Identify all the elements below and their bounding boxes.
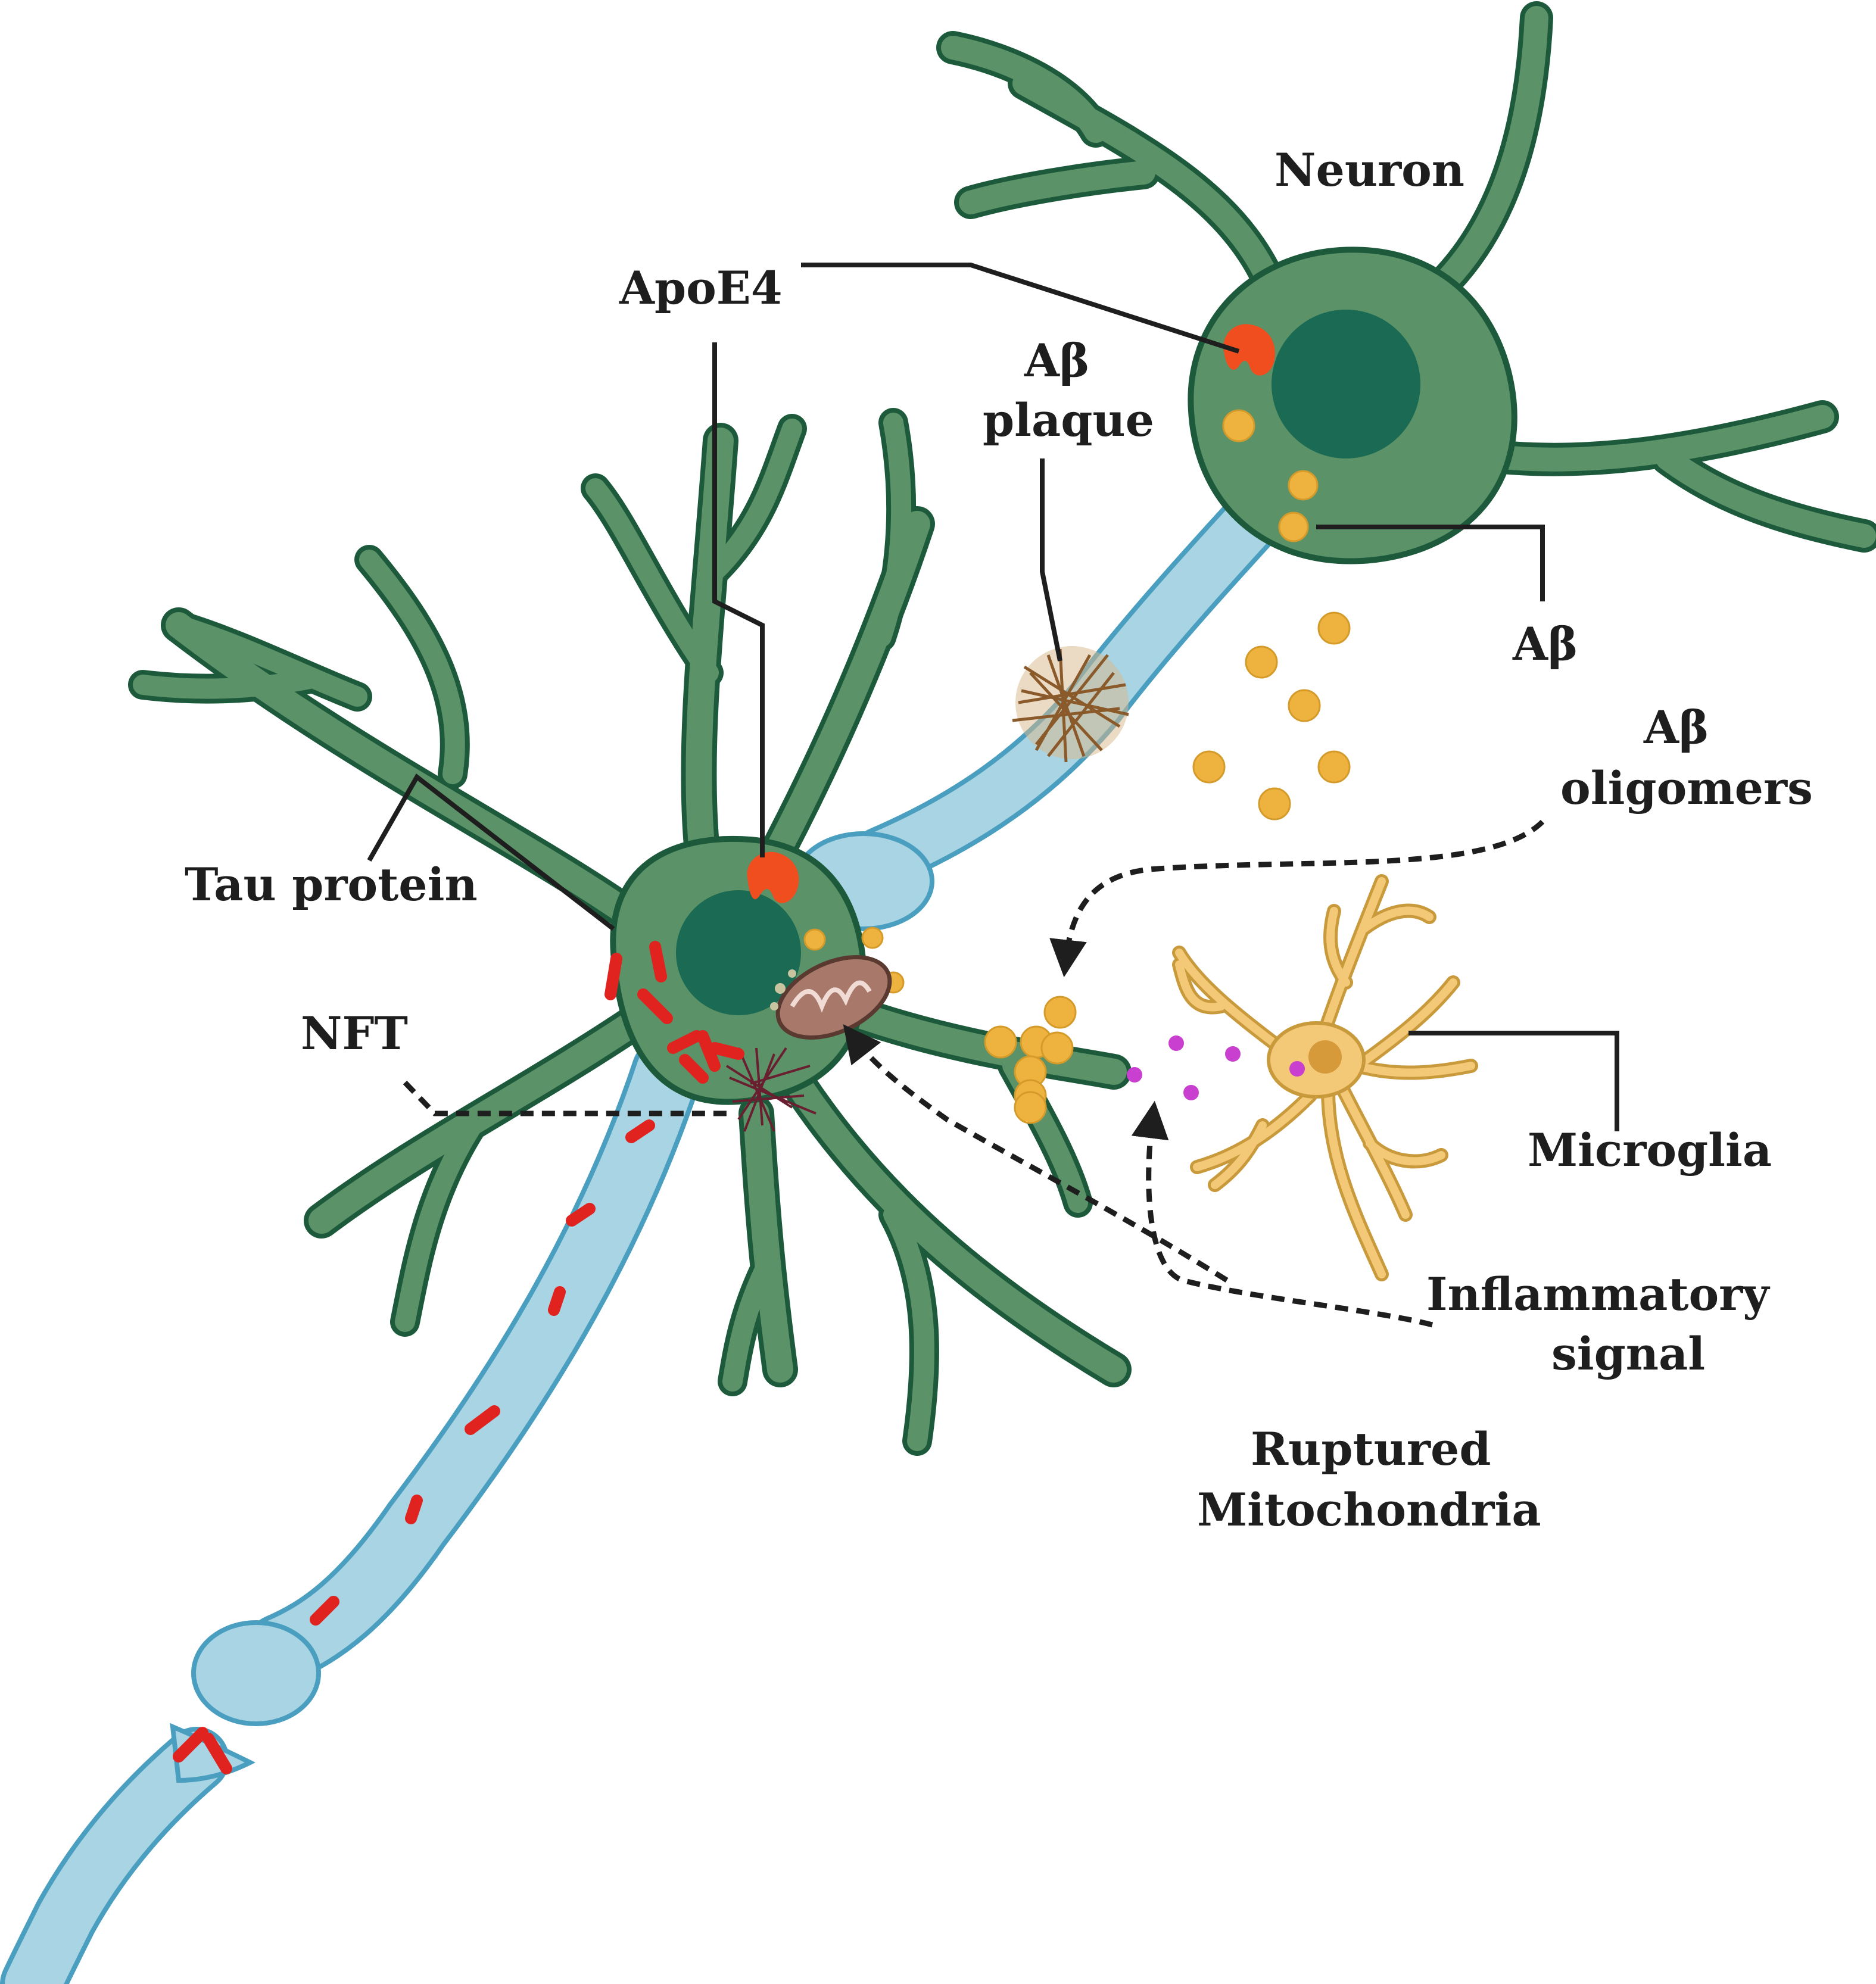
tau-fragments-axon	[173, 1119, 655, 1774]
apoe4-receptor-icon	[1223, 324, 1275, 376]
nft-leader	[403, 1080, 730, 1116]
label-inflammatory-1: Inflammatory	[1426, 1268, 1770, 1321]
label-mitochondria: Mitochondria	[1197, 1483, 1541, 1536]
label-ab-plaque-1: Aβ	[1024, 334, 1089, 387]
ab-dot	[1222, 409, 1255, 442]
apoe4-receptor-icon	[747, 851, 799, 903]
ab-dot	[1317, 750, 1351, 784]
ruptured-mitochondria-icon	[770, 955, 892, 1040]
ab-dot	[1288, 470, 1319, 501]
ab-oligomer-cluster	[1192, 612, 1351, 821]
upper-neuron-nucleus	[1272, 310, 1420, 458]
microglia-leader	[1408, 1031, 1619, 1131]
apoe4-upper-leader	[801, 263, 1240, 354]
tau-fragments-soma	[604, 941, 744, 1084]
label-tau-protein: Tau protein	[185, 858, 478, 911]
ab-dot	[1317, 612, 1351, 645]
label-inflammatory-2: signal	[1551, 1327, 1705, 1380]
ab-dot	[1258, 787, 1291, 821]
label-ab-plaque-2: plaque	[983, 394, 1154, 447]
ab-dot	[803, 928, 826, 951]
label-ruptured: Ruptured	[1251, 1423, 1491, 1475]
lower-neuron-dendrite-fill	[133, 413, 1127, 1451]
amyloid-plaque-icon	[1012, 646, 1129, 763]
label-nft: NFT	[301, 1007, 408, 1060]
label-neuron: Neuron	[1274, 144, 1464, 196]
ab-plaque-leader	[1040, 458, 1062, 662]
lower-neuron-nucleus	[676, 890, 801, 1015]
ab-dot	[1192, 750, 1226, 784]
label-ab-oligomers-1: Aβ	[1643, 701, 1709, 754]
ab-aggregate-dendrite	[984, 996, 1077, 1124]
label-microglia: Microglia	[1528, 1124, 1772, 1177]
apoe4-lower-leader	[712, 342, 765, 857]
lower-neuron-axon	[191, 1036, 703, 1726]
microglia-cell-icon	[1172, 874, 1478, 1281]
tau-protein-leader	[367, 773, 615, 931]
label-ab: Aβ	[1512, 617, 1578, 670]
label-apoe4: ApoE4	[619, 261, 783, 314]
neurofibrillary-tangle-icon	[725, 1047, 817, 1132]
inflammatory-signal-dots	[1127, 1035, 1305, 1100]
ab-dot	[1278, 511, 1309, 542]
ab-dot	[1288, 689, 1321, 722]
label-ab-oligomers-2: oligomers	[1560, 762, 1813, 815]
ab-leader	[1316, 525, 1545, 601]
upper-neuron	[936, 1, 1876, 564]
ab-dot	[861, 927, 884, 949]
ab-oligomers-arrow	[1049, 819, 1545, 978]
ab-dot	[1245, 645, 1278, 679]
inflammatory-signal-arrow	[1131, 1100, 1434, 1328]
